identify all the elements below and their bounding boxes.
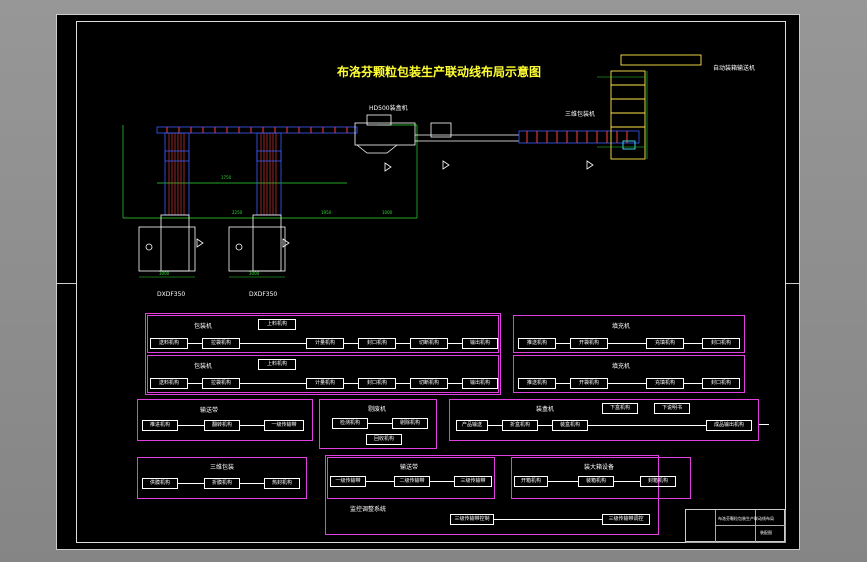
dim-1: 1750 bbox=[221, 175, 232, 180]
belt-2-title: 输送带 bbox=[400, 464, 419, 471]
conveyor-belt-node-1: 翻转机构 bbox=[204, 420, 240, 431]
group-filler-2: 填充机 推送机构 开袋机构 充填机构 封口机构 bbox=[513, 355, 745, 393]
frame-tick-right bbox=[786, 283, 800, 284]
cartoner-node-0: 产品输送 bbox=[456, 420, 488, 431]
filler-2-node-0: 推送机构 bbox=[518, 378, 556, 389]
drawing-sheet: 布洛芬颗粒包装生产联动线布局示意图 bbox=[56, 14, 800, 550]
wrapper-node-2: 热封机构 bbox=[264, 478, 300, 489]
dim-5: 3000 bbox=[159, 271, 170, 276]
labeler-node-1: 装箱机构 bbox=[578, 476, 614, 487]
group-packer-1: 包装机 上料机构 送料机构 拉袋机构 计量机构 封口机构 切断机构 输出机构 bbox=[147, 315, 499, 353]
cartoner-node-3: 成品输出机构 bbox=[706, 420, 752, 431]
control-node-0: 三级传输带控制 bbox=[450, 514, 494, 525]
packer-2-node-1: 拉袋机构 bbox=[202, 378, 240, 389]
conveyor-belt-node-0: 推进机构 bbox=[142, 420, 178, 431]
packer-1-node-4: 切断机构 bbox=[410, 338, 448, 349]
labeler-node-2: 封箱机构 bbox=[640, 476, 676, 487]
packer-1-node-0: 送料机构 bbox=[150, 338, 188, 349]
reject-node-1: 剔除机构 bbox=[392, 418, 428, 429]
belt-2-node-2: 三级传输带 bbox=[454, 476, 492, 487]
control-title: 监控调整系统 bbox=[350, 506, 387, 513]
drawing-title: 布洛芬颗粒包装生产联动线布局示意图 bbox=[337, 65, 542, 79]
group-belt-2: 输送带 一级传输带 二级传输带 三级传输带 bbox=[327, 457, 495, 499]
group-conveyor-belt: 输送带 推进机构 翻转机构 一级传输带 bbox=[137, 399, 313, 441]
layout-drawing bbox=[122, 54, 702, 278]
filler-2-node-2: 充填机构 bbox=[646, 378, 684, 389]
reject-node-0: 检测机构 bbox=[332, 418, 368, 429]
filler-2-node-1: 开袋机构 bbox=[570, 378, 608, 389]
label-film-wrapper: 三维包装机 bbox=[565, 111, 596, 118]
reject-node-2: 回收机构 bbox=[366, 434, 402, 445]
group-packer-2: 包装机 上料机构 送料机构 拉袋机构 计量机构 封口机构 切断机构 输出机构 bbox=[147, 355, 499, 393]
group-cartoner: 装盒机 下盒机构 下说明书 产品输送 折盒机构 装盒机构 成品输出机构 bbox=[449, 399, 759, 441]
belt-2-node-1: 二级传输带 bbox=[394, 476, 430, 487]
filler-1-title: 填充机 bbox=[612, 323, 631, 330]
labeler-title: 装大箱设备 bbox=[584, 464, 615, 471]
filler-1-node-2: 充填机构 bbox=[646, 338, 684, 349]
packer-1-subtitle-node: 上料机构 bbox=[258, 319, 296, 330]
title-block-code: 装配图 bbox=[760, 530, 772, 535]
title-block-name: 布洛芬颗粒包装生产联动线布局 bbox=[718, 516, 774, 521]
reject-title: 剔废机 bbox=[368, 406, 387, 413]
group-labeler: 装大箱设备 开箱机构 装箱机构 封箱机构 bbox=[511, 457, 691, 499]
label-bagger: HD500装盒机 bbox=[369, 105, 408, 112]
filler-2-title: 填充机 bbox=[612, 363, 631, 370]
packer-1-node-2: 计量机构 bbox=[306, 338, 344, 349]
group-wrapper: 三维包装 供膜机构 折膜机构 热封机构 bbox=[137, 457, 307, 499]
label-conveyor: 自动装箱输送机 bbox=[713, 65, 756, 72]
label-machine-left: DXDF350 bbox=[157, 291, 186, 298]
labeler-node-0: 开箱机构 bbox=[514, 476, 548, 487]
packer-2-node-3: 封口机构 bbox=[358, 378, 396, 389]
filler-1-node-1: 开袋机构 bbox=[570, 338, 608, 349]
packer-1-node-1: 拉袋机构 bbox=[202, 338, 240, 349]
filler-2-node-3: 封口机构 bbox=[702, 378, 740, 389]
wrapper-node-1: 折膜机构 bbox=[204, 478, 240, 489]
cartoner-top-node-0: 下盒机构 bbox=[602, 403, 638, 414]
belt-2-node-0: 一级传输带 bbox=[330, 476, 366, 487]
wrapper-title: 三维包装 bbox=[210, 464, 235, 471]
cartoner-top-node-1: 下说明书 bbox=[654, 403, 690, 414]
dim-6: 3000 bbox=[249, 271, 260, 276]
group-control: 监控调整系统 三级传输带控制 三级传输带调控 bbox=[325, 455, 659, 535]
filler-1-node-3: 封口机构 bbox=[702, 338, 740, 349]
dim-4: 1000 bbox=[382, 210, 393, 215]
drawing-frame bbox=[76, 21, 786, 543]
packer-2-title: 包装机 bbox=[194, 363, 213, 370]
packer-2-node-5: 输出机构 bbox=[462, 378, 498, 389]
filler-1-node-0: 推送机构 bbox=[518, 338, 556, 349]
group-reject: 剔废机 检测机构 剔除机构 回收机构 bbox=[319, 399, 437, 449]
packer-2-node-4: 切断机构 bbox=[410, 378, 448, 389]
frame-tick-left bbox=[57, 283, 76, 284]
group-packer-outer bbox=[145, 313, 501, 395]
label-machine-right: DXDF350 bbox=[249, 291, 278, 298]
dim-3: 1950 bbox=[321, 210, 332, 215]
cartoner-node-1: 折盒机构 bbox=[502, 420, 538, 431]
title-block: 布洛芬颗粒包装生产联动线布局 装配图 bbox=[685, 509, 786, 543]
group-filler-1: 填充机 推送机构 开袋机构 充填机构 封口机构 bbox=[513, 315, 745, 353]
packer-1-title: 包装机 bbox=[194, 323, 213, 330]
packer-2-node-0: 送料机构 bbox=[150, 378, 188, 389]
cartoner-node-2: 装盒机构 bbox=[552, 420, 588, 431]
packer-1-node-3: 封口机构 bbox=[358, 338, 396, 349]
packer-2-subtitle-node: 上料机构 bbox=[258, 359, 296, 370]
cartoner-title: 装盒机 bbox=[536, 406, 555, 413]
packer-1-node-5: 输出机构 bbox=[462, 338, 498, 349]
dim-2: 2250 bbox=[232, 210, 243, 215]
conveyor-belt-node-2: 一级传输带 bbox=[264, 420, 304, 431]
packer-2-node-2: 计量机构 bbox=[306, 378, 344, 389]
control-node-1: 三级传输带调控 bbox=[602, 514, 650, 525]
wrapper-node-0: 供膜机构 bbox=[142, 478, 178, 489]
conveyor-belt-title: 输送带 bbox=[200, 407, 219, 414]
connector-row3-right bbox=[759, 424, 769, 425]
